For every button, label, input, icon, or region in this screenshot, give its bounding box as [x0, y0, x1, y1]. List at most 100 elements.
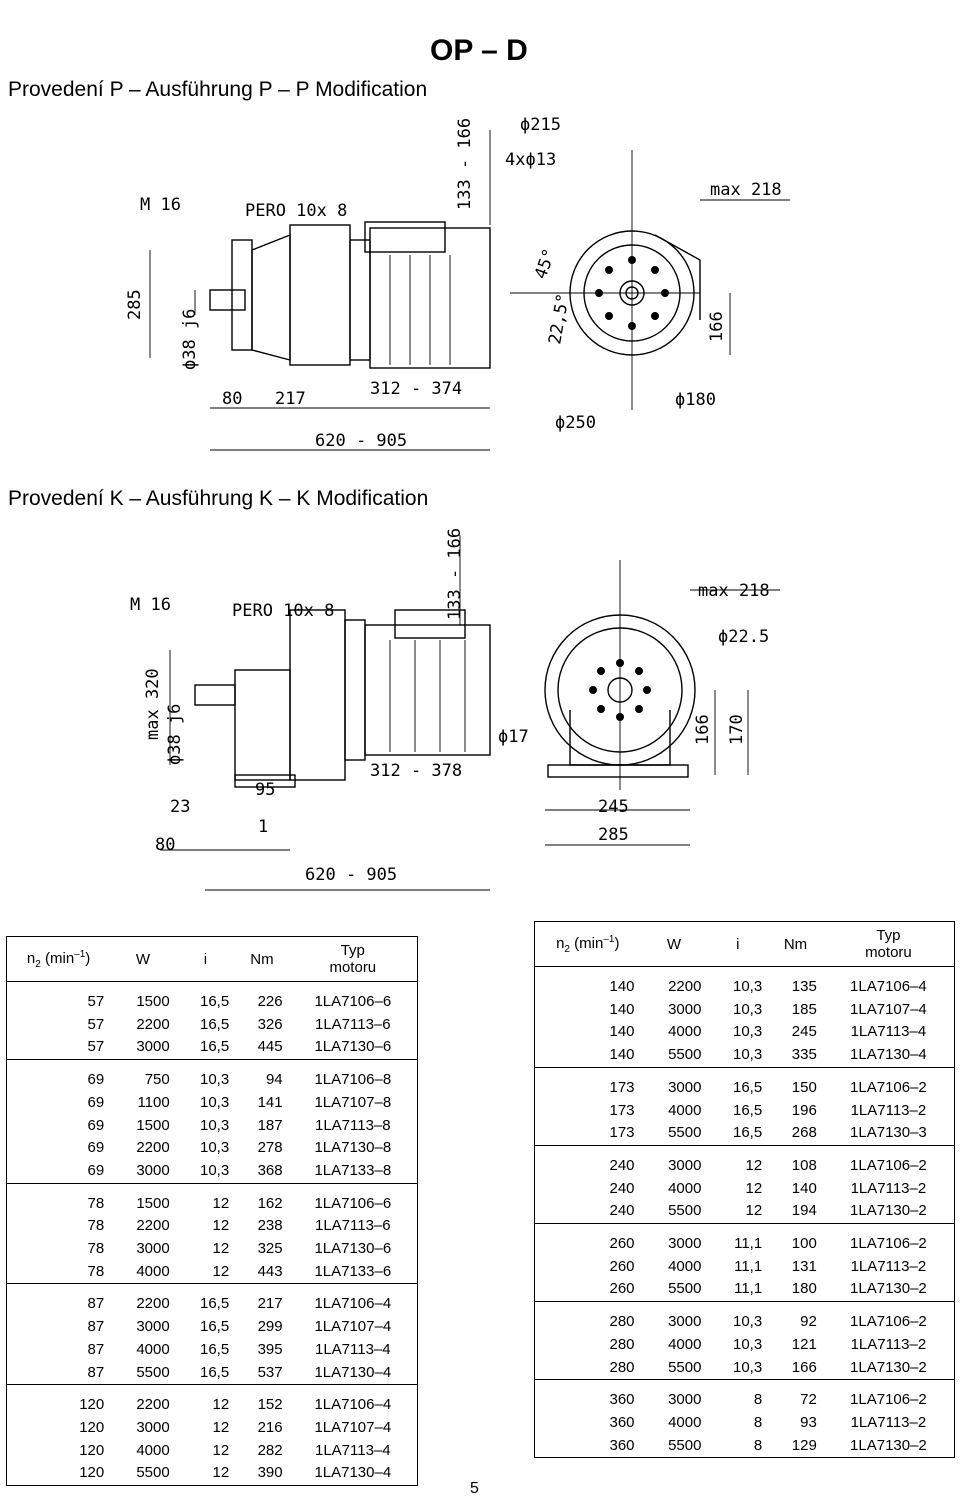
cell-type: 1LA7130–4	[314, 1363, 392, 1381]
cell-nm: 238	[257, 1217, 283, 1235]
label-166-k: 166	[693, 714, 713, 745]
table-row: 173 4000 16,5 196 1LA7113–2	[535, 1100, 955, 1123]
label-312-378: 312 - 378	[370, 761, 462, 781]
cell-type: 1LA7113–2	[850, 1101, 927, 1119]
cell-nm: 121	[791, 1335, 817, 1353]
label-pero: PERO 10x 8	[245, 201, 347, 221]
cell-nm: 152	[235, 1384, 289, 1417]
label-d180: ϕ180	[675, 390, 716, 410]
cell-n2: 173	[609, 1101, 635, 1119]
cell-type: 1LA7106–4	[288, 1283, 418, 1317]
col-w: W	[640, 921, 708, 967]
cell-w: 5500	[136, 1363, 170, 1381]
cell-n2: 120	[6, 1384, 111, 1417]
cell-nm: 278	[257, 1139, 283, 1157]
cell-n2: 280	[534, 1301, 641, 1334]
label-170: 170	[727, 714, 747, 745]
cell-w: 750	[110, 1059, 176, 1092]
cell-i: 16,5	[199, 1015, 230, 1033]
cell-i: 8	[707, 1379, 769, 1412]
cell-w: 3000	[668, 1000, 702, 1018]
cell-i: 12	[745, 1202, 763, 1220]
cell-type: 1LA7113–4	[314, 1441, 391, 1459]
cell-w: 4000	[668, 1101, 702, 1119]
cell-type: 1LA7107–4	[314, 1418, 392, 1436]
cell-type: 1LA7113–4	[850, 1023, 927, 1041]
cell-nm: 93	[800, 1413, 817, 1431]
cell-i: 12	[212, 1418, 230, 1436]
cell-i: 16,5	[733, 1101, 763, 1119]
cell-w: 1100	[137, 1093, 170, 1111]
cell-n2: 240	[534, 1144, 641, 1178]
cell-i: 11,1	[734, 1257, 763, 1275]
cell-w: 4000	[668, 1335, 702, 1353]
cell-i: 12	[212, 1217, 230, 1235]
cell-i: 10,3	[733, 1023, 763, 1041]
label-shaft-k: ϕ38 j6	[165, 704, 185, 765]
cell-type: 1LA7130–4	[314, 1464, 392, 1482]
cell-nm: 180	[791, 1280, 817, 1298]
cell-type: 1LA7106–2	[822, 1301, 955, 1334]
cell-w: 3000	[640, 1301, 708, 1334]
cell-nm: 335	[791, 1046, 817, 1064]
cell-w: 3000	[136, 1161, 170, 1179]
cell-nm: 72	[768, 1379, 823, 1412]
document-code: OP – D	[430, 34, 528, 67]
cell-i: 12	[175, 1182, 236, 1216]
label-1: 1	[258, 817, 268, 837]
cell-type: 1LA7107–4	[314, 1318, 392, 1336]
col-w: W	[110, 936, 176, 982]
label-620-905: 620 - 905	[315, 431, 407, 451]
cell-type: 1LA7106–6	[314, 993, 392, 1010]
cell-i: 11,1	[707, 1223, 769, 1256]
cell-type: 1LA7106–4	[850, 978, 927, 995]
cell-n2: 360	[534, 1379, 641, 1412]
cell-type: 1LA7113–6	[314, 1217, 391, 1235]
col-i: i	[175, 936, 236, 982]
cell-nm: 196	[791, 1101, 817, 1119]
cell-nm: 162	[235, 1182, 289, 1216]
cell-i: 16,5	[733, 1124, 763, 1142]
cell-n2: 87	[87, 1318, 105, 1336]
cell-w: 4000	[136, 1262, 170, 1280]
cell-n2: 260	[609, 1280, 635, 1298]
cell-w: 2200	[668, 978, 702, 995]
cell-w: 2200	[110, 1283, 176, 1317]
cell-n2: 240	[609, 1179, 635, 1197]
cell-w: 3000	[136, 1240, 170, 1258]
cell-type: 1LA7107–8	[314, 1093, 392, 1111]
label-95: 95	[255, 780, 275, 800]
label-80-k: 80	[155, 835, 175, 855]
cell-type: 1LA7107–4	[850, 1000, 927, 1018]
cell-n2: 57	[87, 1015, 105, 1033]
cell-w: 3000	[640, 1066, 708, 1100]
cell-nm: 141	[257, 1093, 283, 1111]
col-n2: n2 (min–1)	[6, 936, 111, 982]
cell-type: 1LA7133–8	[314, 1161, 392, 1179]
label-312-374: 312 - 374	[370, 379, 462, 399]
cell-type: 1LA7106–2	[822, 1379, 955, 1412]
label-d22-5: ϕ22.5	[718, 627, 769, 647]
label-620-905-k: 620 - 905	[305, 865, 397, 885]
cell-nm: 135	[791, 978, 817, 995]
cell-type: 1LA7106–2	[822, 1223, 955, 1256]
cell-n2: 87	[6, 1283, 111, 1317]
label-22deg: 22,5°	[545, 292, 574, 346]
cell-w: 4000	[668, 1413, 702, 1431]
cell-n2: 57	[87, 993, 105, 1010]
